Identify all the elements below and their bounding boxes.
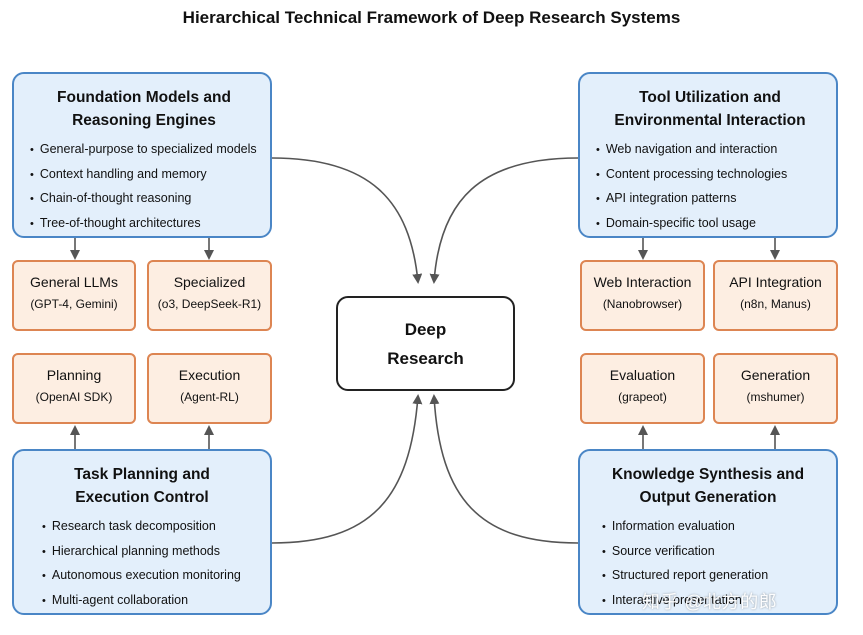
knowledge-synthesis-box: Knowledge Synthesis and Output Generatio…	[578, 449, 838, 615]
foundation-models-box: Foundation Models and Reasoning Engines …	[12, 72, 272, 238]
tool-utilization-box: Tool Utilization and Environmental Inter…	[578, 72, 838, 238]
evaluation-box: Evaluation (grapeot)	[580, 353, 705, 424]
task-planning-box: Task Planning and Execution Control Rese…	[12, 449, 272, 615]
generation-box: Generation (mshumer)	[713, 353, 838, 424]
list-item: Information evaluation	[602, 515, 824, 540]
web-interaction-box: Web Interaction (Nanobrowser)	[580, 260, 705, 331]
watermark: 知乎 @北方的郎	[642, 592, 778, 612]
list-item: Structured report generation	[602, 564, 824, 589]
list-item: Source verification	[602, 540, 824, 565]
task-planning-list: Research task decomposition Hierarchical…	[42, 515, 258, 613]
connector-synthesis-to-center	[429, 394, 579, 544]
connector-foundation-to-center	[271, 157, 423, 284]
list-item: Interactive presentation	[602, 589, 824, 614]
list-item: Tree-of-thought architectures	[30, 212, 258, 237]
center-label-line2: Research	[387, 348, 464, 368]
diagram-title: Hierarchical Technical Framework of Deep…	[182, 8, 681, 27]
foundation-models-title: Foundation Models and Reasoning Engines	[57, 89, 231, 129]
tool-utilization-title: Tool Utilization and Environmental Inter…	[614, 89, 806, 129]
task-planning-title: Task Planning and Execution Control	[74, 466, 210, 506]
knowledge-synthesis-list: Information evaluation Source verificati…	[602, 515, 824, 613]
planning-box: Planning (OpenAI SDK)	[12, 353, 136, 424]
connector-planning-to-center	[271, 394, 423, 544]
list-item: Domain-specific tool usage	[596, 212, 824, 237]
list-item: Autonomous execution monitoring	[42, 564, 258, 589]
connector-tools-to-center	[429, 157, 579, 284]
foundation-models-list: General-purpose to specialized models Co…	[30, 138, 258, 236]
deep-research-center-box: Deep Research	[336, 296, 515, 391]
list-item: Context handling and memory	[30, 163, 258, 188]
list-item: Web navigation and interaction	[596, 138, 824, 163]
api-integration-box: API Integration (n8n, Manus)	[713, 260, 838, 331]
knowledge-synthesis-title: Knowledge Synthesis and Output Generatio…	[611, 466, 805, 506]
list-item: Hierarchical planning methods	[42, 540, 258, 565]
list-item: Content processing technologies	[596, 163, 824, 188]
list-item: General-purpose to specialized models	[30, 138, 258, 163]
tool-utilization-list: Web navigation and interaction Content p…	[596, 138, 824, 236]
list-item: Research task decomposition	[42, 515, 258, 540]
list-item: Multi-agent collaboration	[42, 589, 258, 614]
execution-box: Execution (Agent-RL)	[147, 353, 272, 424]
specialized-box: Specialized (o3, DeepSeek-R1)	[147, 260, 272, 331]
list-item: Chain-of-thought reasoning	[30, 187, 258, 212]
general-llms-box: General LLMs (GPT-4, Gemini)	[12, 260, 136, 331]
center-label-line1: Deep	[404, 319, 447, 339]
list-item: API integration patterns	[596, 187, 824, 212]
